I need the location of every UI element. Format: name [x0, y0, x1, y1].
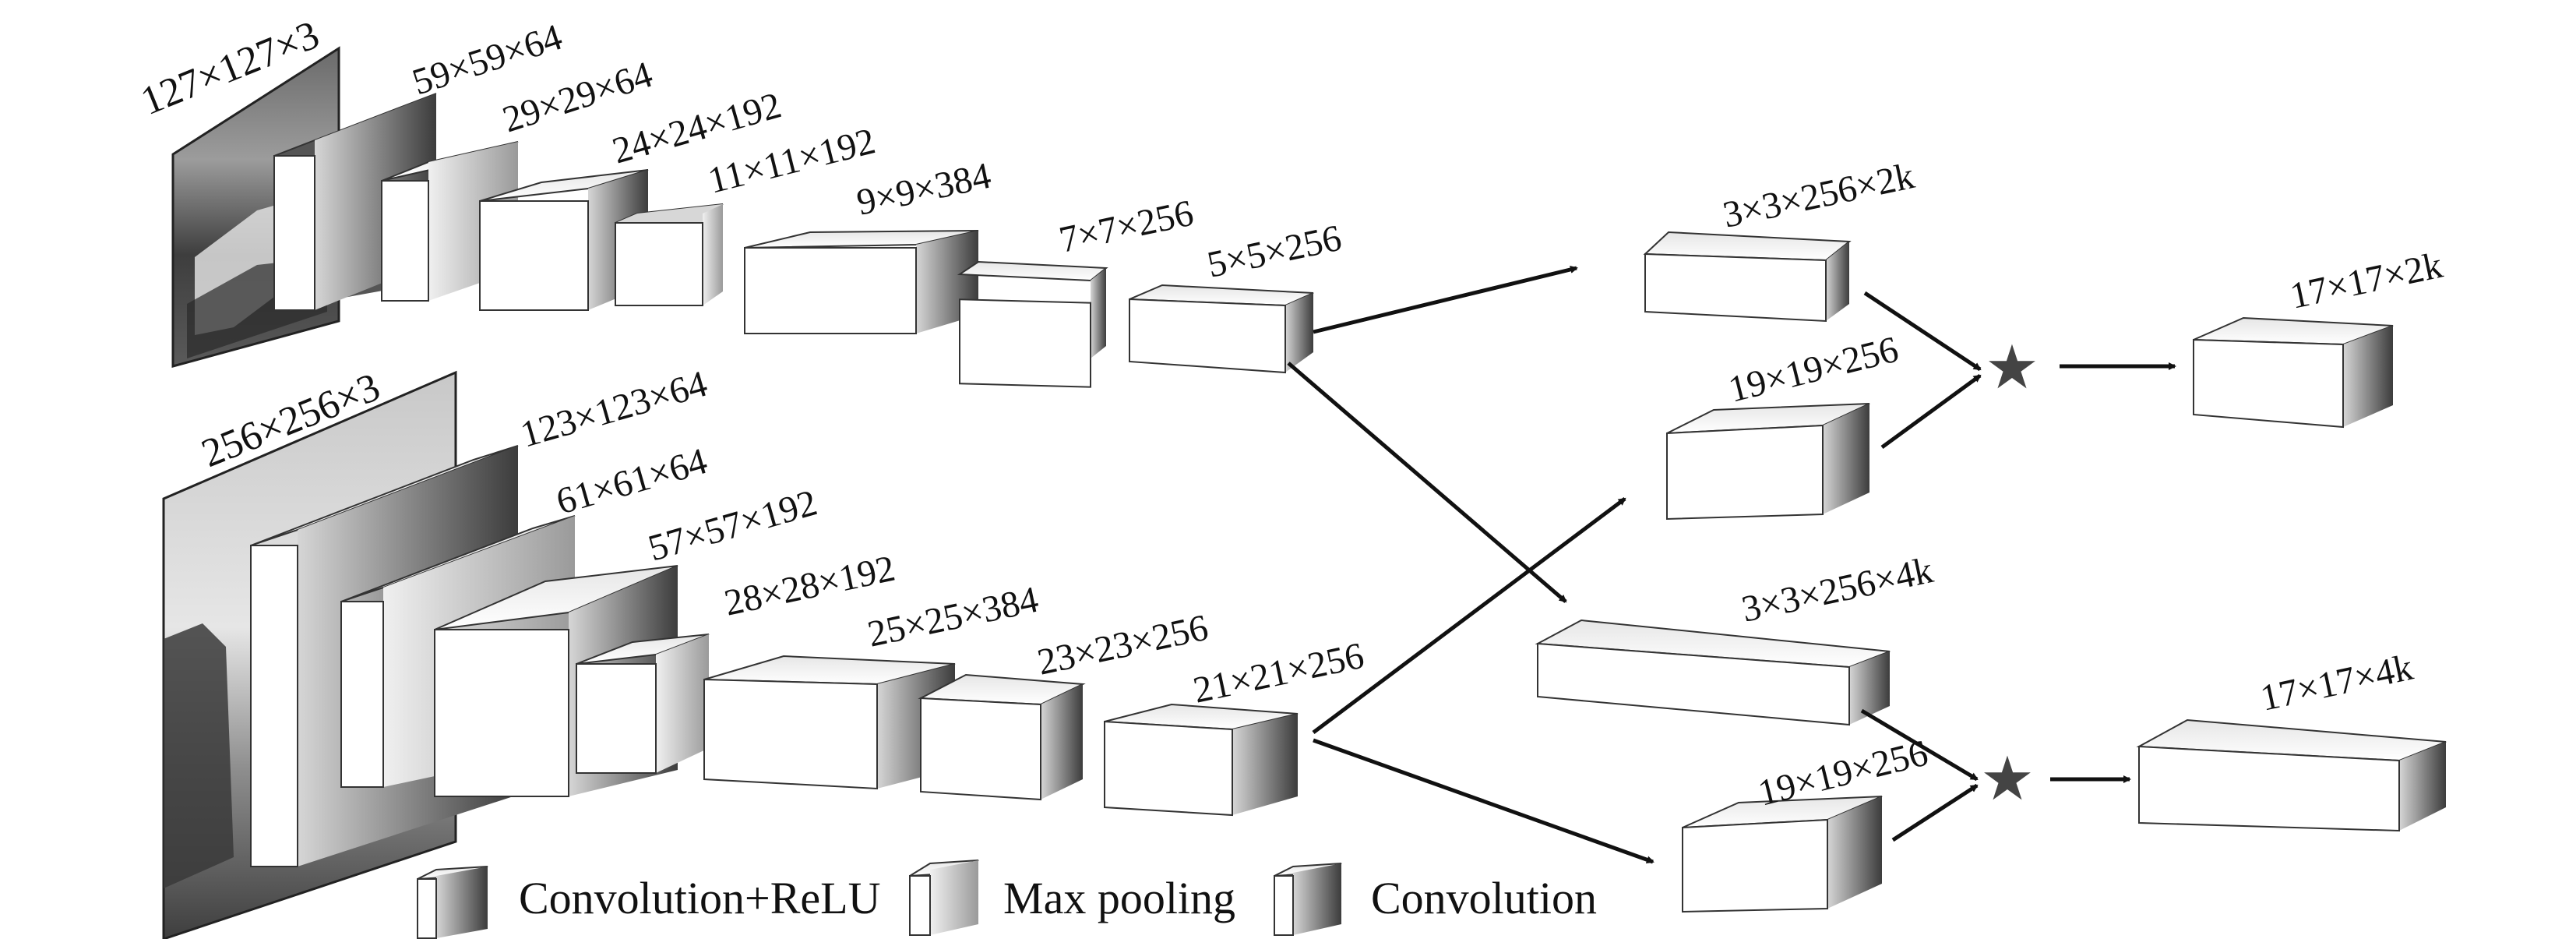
search-layer-7-label: 21×21×256 [1189, 635, 1367, 711]
template-layer-6-label: 7×7×256 [1055, 192, 1196, 261]
legend-convolution-label: Convolution [1371, 873, 1597, 923]
legend-conv-relu-swatch [417, 866, 488, 939]
template-layer-1 [273, 93, 437, 311]
arrow-cls-search-to-corr [1880, 373, 1982, 450]
cls-correlation-star: ★ [1985, 333, 2039, 403]
backbone-arrows [1287, 266, 1654, 864]
template-layer-4 [615, 203, 724, 306]
legend-max-pooling-swatch [909, 860, 979, 936]
template-layer-5-label: 9×9×384 [853, 155, 994, 224]
legend-max-pooling-label: Max pooling [1003, 873, 1235, 923]
template-layer-6 [957, 260, 1108, 388]
search-layer-4 [576, 634, 710, 774]
search-layer-5 [703, 655, 956, 790]
reg-template-feature-label: 3×3×256×4k [1738, 549, 1936, 630]
cls-output [2193, 316, 2394, 429]
reg-correlation-star: ★ [1980, 744, 2035, 814]
reg-template-feature [1535, 619, 1891, 726]
cls-output-label: 17×17×2k [2286, 245, 2446, 317]
template-layer-7 [1129, 284, 1314, 374]
arrow-search-to-reg [1313, 738, 1654, 864]
cls-search-feature [1666, 403, 1870, 521]
search-layer-2-label: 61×61×64 [551, 440, 711, 523]
arrow-reg-search-to-corr [1891, 783, 1979, 842]
reg-search-feature [1682, 796, 1883, 913]
reg-output [2136, 718, 2447, 832]
arrow-reg-template-to-corr [1860, 708, 1979, 782]
arrow-template-to-reg [1287, 362, 1567, 603]
search-layer-6-label: 23×23×256 [1034, 607, 1211, 683]
arrow-cls-template-to-corr [1863, 291, 1982, 372]
cls-template-feature-label: 3×3×256×2k [1719, 155, 1918, 236]
template-layers: 59×59×64 29×29×64 24×24×192 11×11×192 [273, 16, 1345, 388]
legend: Convolution+ReLU Max pooling Convolution [417, 860, 1597, 939]
search-layer-7 [1104, 703, 1299, 817]
arrow-template-to-cls [1313, 266, 1578, 334]
search-layer-1-label: 123×123×64 [516, 363, 711, 456]
search-layer-5-label: 25×25×384 [864, 579, 1041, 655]
arrow-search-to-cls [1312, 497, 1626, 734]
cls-template-feature [1643, 231, 1852, 323]
rpn-cls-branch: 3×3×256×2k 19×19×256 ★ 17×17×2k [1643, 155, 2446, 521]
reg-output-label: 17×17×4k [2257, 647, 2416, 719]
template-layer-7-label: 5×5×256 [1203, 217, 1344, 286]
search-layer-3-label: 57×57×192 [643, 482, 821, 569]
rpn-reg-branch: 3×3×256×4k 19×19×256 ★ 17×17×4k [1535, 549, 2447, 913]
search-layers: 123×123×64 61×61×64 57×57×192 28×28×192 [250, 363, 1368, 867]
template-layer-3 [479, 169, 649, 311]
cls-search-feature-label: 19×19×256 [1725, 329, 1902, 411]
legend-conv-relu-label: Convolution+ReLU [519, 873, 880, 923]
template-layer-5 [744, 230, 979, 334]
search-layer-6 [918, 673, 1086, 801]
legend-convolution-swatch [1274, 863, 1342, 936]
